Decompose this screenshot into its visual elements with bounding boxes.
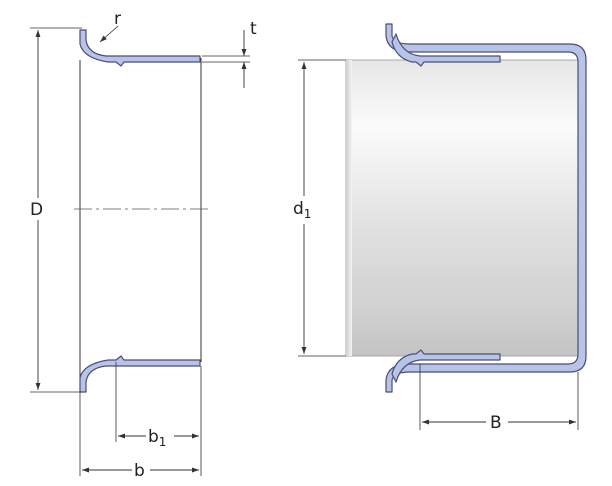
- shaft-body: [345, 59, 579, 357]
- right-assembly-view: d1 B: [292, 23, 587, 434]
- inner-top-hook: [391, 33, 501, 67]
- bottom-sheet-profile: [79, 355, 201, 393]
- left-section-view: D r t b1 b: [28, 9, 257, 481]
- t-label: t: [250, 19, 257, 39]
- inner-bottom-hook: [391, 349, 501, 383]
- top-sheet-profile: [79, 29, 201, 67]
- d1-label: d1: [293, 199, 311, 221]
- b1-label: b1: [148, 427, 166, 449]
- r-label: r: [114, 9, 121, 29]
- r-leader: [99, 25, 119, 43]
- D-label: D: [30, 200, 43, 220]
- b-label: b: [134, 461, 145, 481]
- outer-sheet-wrap: [385, 23, 587, 393]
- shaft-end-face: [346, 60, 352, 356]
- B-label: B: [490, 413, 502, 433]
